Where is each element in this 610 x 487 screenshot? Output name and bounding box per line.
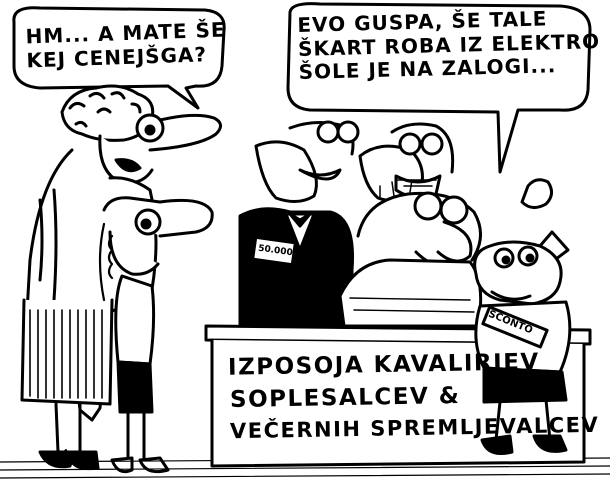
sconto-boy <box>473 178 572 455</box>
artist-signature <box>57 449 75 461</box>
speech-bubble-right <box>286 2 592 174</box>
speech-bubble-left <box>12 6 226 110</box>
gentleman-grinning <box>358 122 455 203</box>
tuxedo-gentleman <box>238 120 360 332</box>
speech-text-customer: HM... A MATE ŠE KEJ CENEJŠGA? <box>25 18 227 73</box>
counter-sign-line: IZPOSOJA KAVALIRJEV <box>227 349 540 381</box>
girl-customer <box>98 196 214 474</box>
balding-clerk <box>338 179 483 328</box>
speech-text-clerk: EVO GUSPA, ŠE TALE ŠKART ROBA IZ ELEKTRO… <box>297 6 601 85</box>
counter-sign-line: SOPLESALCEV & <box>229 382 461 414</box>
